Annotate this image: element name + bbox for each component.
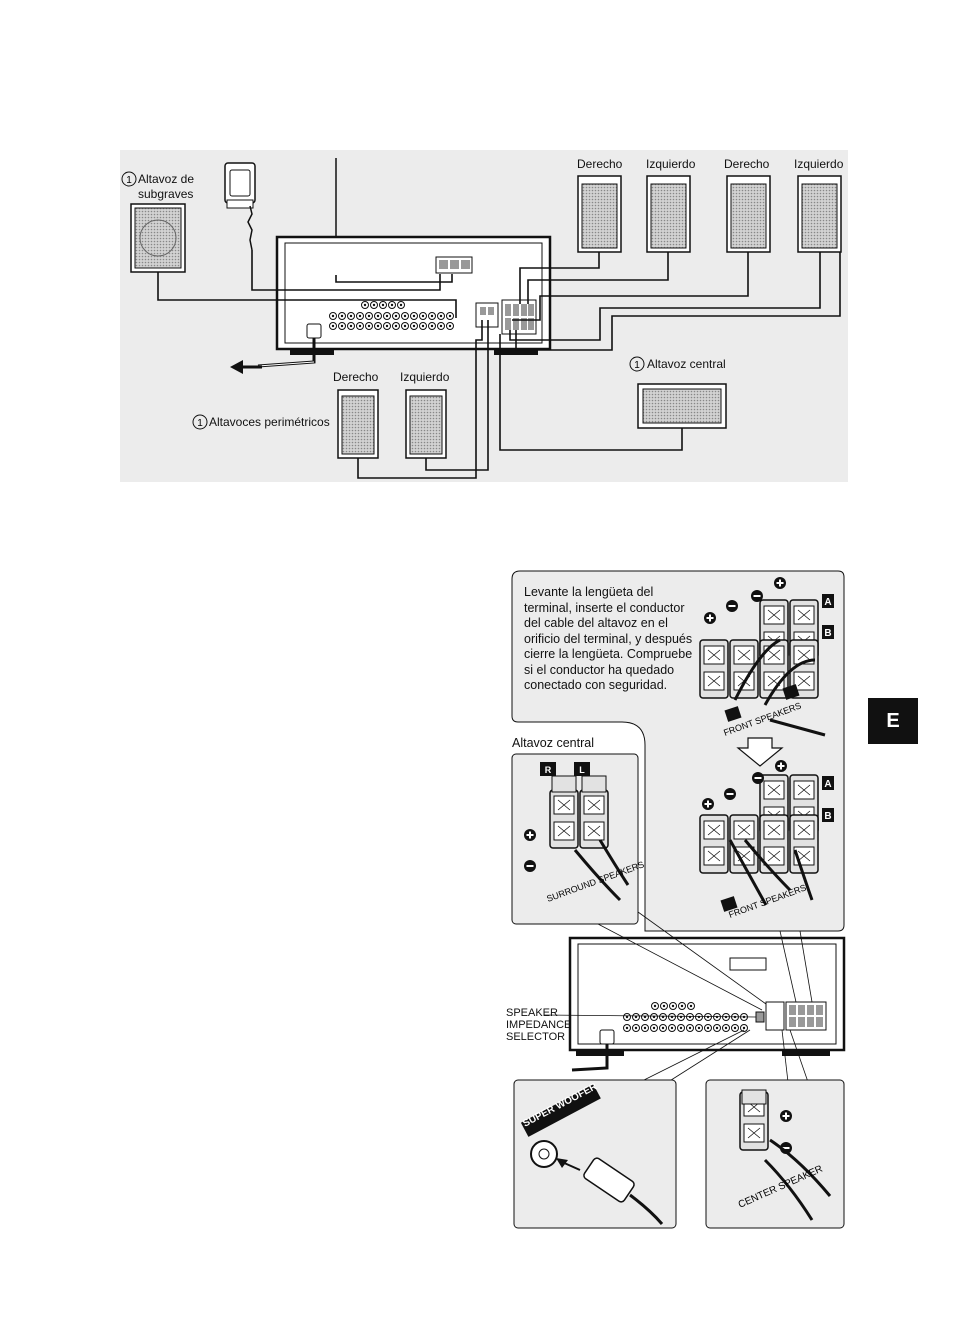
front-a-right-label: Derecho <box>577 157 623 171</box>
front-speaker-a-right <box>577 175 622 253</box>
receiver-rear <box>275 235 552 355</box>
surround-speaker-left <box>405 389 447 459</box>
circle-number-icon: 1 1 1 <box>121 171 645 430</box>
leader-lines <box>543 911 813 1083</box>
surround-left-label: Izquierdo <box>400 370 450 384</box>
am-loop-antenna <box>224 162 256 251</box>
front-speaker-a-left <box>646 175 691 253</box>
terminal-instructions: Levante la lengüeta del terminal, insert… <box>524 585 693 692</box>
impedance-selector-line2: IMPEDANCE <box>506 1019 572 1031</box>
svg-text:L: L <box>579 765 585 775</box>
svg-text:1: 1 <box>126 175 132 186</box>
svg-text:B: B <box>824 628 831 639</box>
surround-speakers-label: Altavoces perimétricos <box>209 415 330 429</box>
center-speaker-label: Altavoz central <box>647 357 726 371</box>
svg-text:1: 1 <box>197 418 203 429</box>
center-speaker-heading: Altavoz central <box>512 736 594 750</box>
bottom-terminal-diagram: A B FRONT SPEAKERS A B FRONT SPEAKERS R <box>511 570 846 1229</box>
top-connection-diagram: 1 1 1 <box>120 150 848 482</box>
svg-text:R: R <box>545 765 552 775</box>
center-speaker-closeup-panel <box>705 1079 845 1229</box>
section-tab: E <box>868 698 918 744</box>
svg-text:1: 1 <box>634 360 640 371</box>
svg-text:A: A <box>824 779 831 790</box>
subwoofer-label-line2: subgraves <box>138 187 194 201</box>
speaker-cables <box>157 250 841 479</box>
svg-text:A: A <box>824 597 831 608</box>
front-b-left-label: Izquierdo <box>794 157 844 171</box>
center-speaker <box>637 383 727 429</box>
surround-speaker-right <box>337 389 379 459</box>
front-b-right-label: Derecho <box>724 157 770 171</box>
front-speaker-b-right <box>726 175 771 253</box>
receiver-rear-closeup <box>568 936 846 1072</box>
impedance-selector-line3: SELECTOR <box>506 1031 566 1043</box>
surround-right-label: Derecho <box>333 370 379 384</box>
power-arrow-icon <box>230 360 262 374</box>
front-a-left-label: Izquierdo <box>646 157 696 171</box>
subwoofer-label-line1: Altavoz de <box>138 172 195 186</box>
svg-text:B: B <box>824 811 831 822</box>
down-arrow-icon <box>736 737 784 767</box>
subwoofer-speaker <box>130 203 186 273</box>
front-speaker-b-left <box>797 175 842 253</box>
impedance-selector-line1: SPEAKER <box>506 1007 558 1019</box>
